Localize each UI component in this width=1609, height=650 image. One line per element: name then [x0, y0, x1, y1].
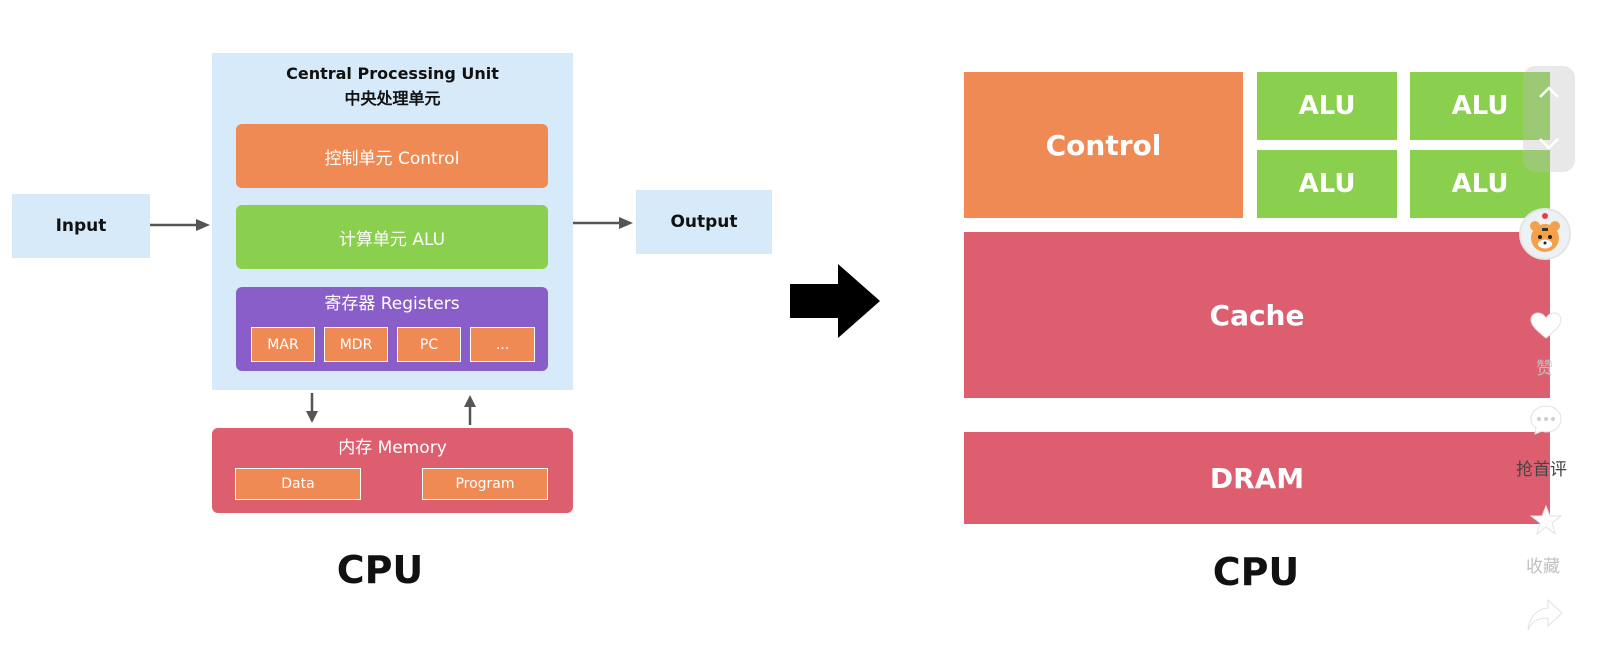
comment-label[interactable]: 抢首评 — [1516, 460, 1567, 480]
gpu-control-block: Control — [964, 72, 1243, 218]
cpu-to-memory-arrow — [306, 393, 318, 423]
left-caption-text: CPU — [336, 548, 424, 592]
alu-block-1-label: ALU — [1298, 91, 1356, 121]
input-label: Input — [55, 216, 107, 236]
register-mar: MAR — [251, 327, 315, 362]
right-caption-text: CPU — [1212, 550, 1300, 594]
heart-icon[interactable] — [1530, 312, 1562, 340]
output-label: Output — [670, 212, 738, 232]
register-mdr: MDR — [324, 327, 388, 362]
dram-label: DRAM — [1209, 461, 1305, 495]
favorite-label[interactable]: 收藏 — [1526, 557, 1560, 577]
alu-unit-label: 计算单元 ALU — [338, 229, 446, 250]
control-unit: 控制单元 Control — [236, 124, 548, 188]
input-arrow — [150, 219, 210, 231]
left-caption: CPU — [290, 542, 470, 598]
like-label[interactable]: 赞 — [1536, 359, 1553, 379]
memory-data-label: Data — [281, 476, 315, 492]
chevron-up-icon[interactable] — [1538, 84, 1560, 100]
alu-block-3: ALU — [1257, 150, 1397, 218]
avatar[interactable] — [1519, 208, 1571, 260]
control-unit-label: 控制单元 Control — [324, 148, 460, 169]
star-icon[interactable] — [1529, 504, 1563, 536]
output-arrow — [573, 217, 633, 229]
video-switcher[interactable] — [1523, 66, 1575, 172]
memory-program: Program — [422, 468, 548, 500]
register-mdr-label: MDR — [339, 336, 373, 353]
register-mar-label: MAR — [267, 336, 299, 353]
cpu-title-en: Central Processing Unit — [286, 64, 499, 83]
alu-block-4: ALU — [1410, 150, 1550, 218]
share-icon[interactable] — [1526, 598, 1564, 632]
alu-block-1: ALU — [1257, 72, 1397, 140]
gpu-control-label: Control — [1045, 128, 1162, 162]
memory-label: 内存 Memory — [338, 438, 447, 458]
memory-program-label: Program — [455, 476, 515, 492]
alu-block-3-label: ALU — [1298, 169, 1356, 199]
cache-label: Cache — [1209, 298, 1305, 332]
alu-block-4-label: ALU — [1451, 169, 1509, 199]
register-pc: PC — [397, 327, 461, 362]
registers-label: 寄存器 Registers — [324, 294, 460, 314]
memory-data: Data — [235, 468, 361, 500]
input-box: Input — [12, 194, 150, 258]
memory-to-cpu-arrow — [464, 395, 476, 425]
dram-block: DRAM — [964, 432, 1550, 524]
register-more-label: ... — [495, 336, 510, 353]
right-caption: CPU — [1166, 544, 1346, 600]
alu-block-2-label: ALU — [1451, 91, 1509, 121]
comment-icon[interactable] — [1529, 404, 1563, 436]
cpu-title-zh: 中央处理单元 — [344, 89, 441, 108]
right-arrow-icon — [790, 264, 880, 338]
output-box: Output — [636, 190, 772, 254]
chevron-down-icon[interactable] — [1538, 136, 1560, 152]
register-more: ... — [470, 327, 535, 362]
cache-block: Cache — [964, 232, 1550, 398]
alu-block-2: ALU — [1410, 72, 1550, 140]
tiger-avatar-icon — [1530, 213, 1560, 252]
alu-unit: 计算单元 ALU — [236, 205, 548, 269]
register-pc-label: PC — [419, 336, 439, 353]
